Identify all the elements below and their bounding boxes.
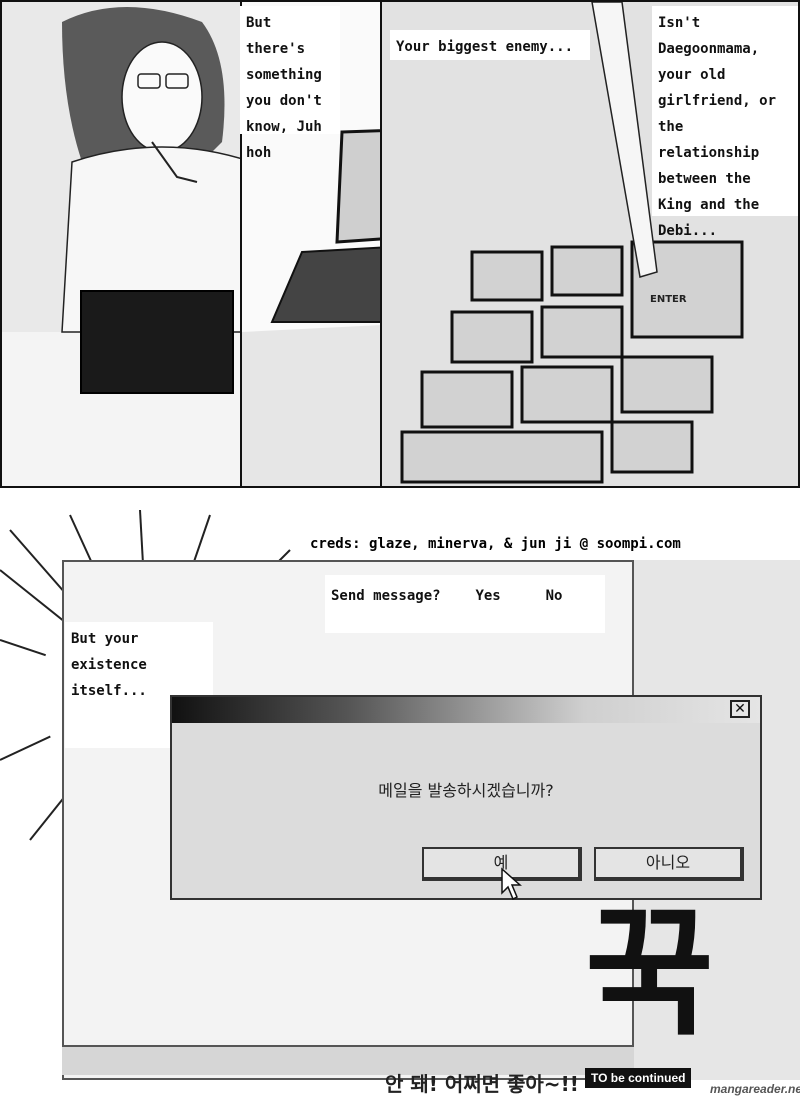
to-be-continued-badge: TO be continued — [585, 1068, 692, 1088]
tier-divider — [0, 488, 800, 508]
dialog-message: 메일을 발송하시겠습니까? — [378, 781, 554, 800]
close-icon[interactable]: ✕ — [730, 700, 750, 718]
watermark: mangareader.net — [710, 1082, 800, 1096]
credits-banner: creds: glaze, minerva, & jun ji @ soompi… — [300, 532, 800, 560]
exclamation-korean: 안 돼! 어쩌면 좋아~!! — [385, 1072, 579, 1096]
laptop-woman — [80, 290, 234, 394]
panel-keyboard: ENTER — [380, 0, 800, 488]
mouse-cursor-icon — [501, 867, 522, 901]
enter-key-label: ENTER — [650, 294, 687, 305]
speech-bubble-juhhoh: But there's something you don't know, Ju… — [240, 6, 340, 161]
send-mail-dialog: ✕ 메일을 발송하시겠습니까? 예 아니오 — [170, 695, 762, 901]
translation-question: Send message? — [331, 588, 441, 604]
dialog-titlebar — [172, 697, 760, 723]
translation-box: Send message? Yes No — [325, 575, 605, 633]
caption-biggest-enemy: Your biggest enemy... — [390, 30, 590, 60]
translation-yes: Yes — [475, 588, 501, 604]
keyboard-drawing — [400, 2, 744, 484]
sfx-click: 꾹 — [585, 893, 714, 1056]
translation-no: No — [545, 588, 563, 604]
caption-isnt-daegoonmama: Isn't Daegoonmama, your old girlfriend, … — [652, 6, 798, 239]
no-button[interactable]: 아니오 — [594, 847, 744, 881]
taskbar — [62, 1045, 634, 1075]
